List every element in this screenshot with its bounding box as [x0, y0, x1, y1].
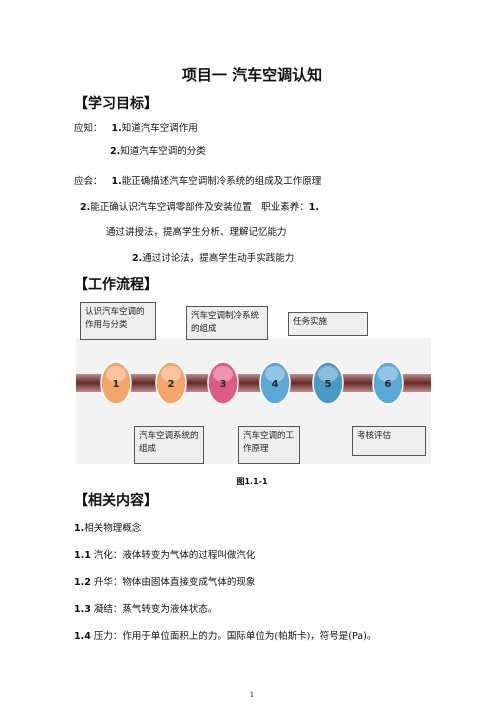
know-line-2: 2.知道汽车空调的分类: [110, 143, 206, 157]
box-refrigeration-system: 汽车空调制冷系统的组成: [186, 306, 268, 340]
quality-1-text: 通过讲授法，提高学生分析、理解记忆能力: [106, 227, 287, 238]
r14-text: 压力：作用于单位面积上的力。国际单位为(帕斯卡)，符号是: [93, 631, 349, 642]
workflow-diagram: 1 2 3 4 5 6 认识汽车空调的作用与分类 汽车空调制冷系统的组成 任务实施 汽车空…: [76, 302, 431, 464]
should-1-text: 能正确描述汽车空调制冷系统的组成及工作原理: [121, 176, 322, 187]
quality-2-num: 2.: [132, 253, 143, 264]
quality-1-num: 1.: [308, 202, 319, 213]
step-6-highlight: [378, 366, 398, 382]
should-1-num: 1.: [111, 176, 122, 187]
related-line-1: 1.相关物理概念: [74, 520, 141, 534]
step-3-marker: [207, 361, 239, 405]
step-2-highlight: [161, 366, 181, 382]
box-assessment: 考核评估: [352, 426, 426, 456]
related-line-1-4: 1.4 压力：作用于单位面积上的力。国际单位为(帕斯卡)，符号是(Pa)。: [74, 628, 376, 642]
know-1-num: 1.: [111, 123, 122, 134]
r14-num: 1.4: [74, 631, 91, 642]
r12-num: 1.2: [74, 577, 91, 588]
know-1-text: 知道汽车空调作用: [121, 123, 198, 134]
related-line-1-1: 1.1 汽化：液体转变为气体的过程叫做汽化: [74, 547, 255, 561]
step-3-label: 3: [220, 379, 227, 390]
box-task-implementation: 任务实施: [288, 312, 368, 336]
step-5-highlight: [318, 366, 338, 382]
know-2-num: 2.: [110, 146, 121, 157]
r12-text: 升华：物体由固体直接变成气体的现象: [93, 577, 256, 588]
step-4-label: 4: [272, 379, 279, 390]
should-2-text: 能正确认识汽车空调零部件及安装位置 职业素养：: [90, 202, 309, 213]
r1-num: 1.: [74, 523, 85, 534]
page-title: 项目一 汽车空调认知: [181, 66, 323, 84]
should-line-2: 2.能正确认识汽车空调零部件及安装位置 职业素养：1.: [80, 199, 319, 213]
should-2-num: 2.: [80, 202, 91, 213]
box-working-principle: 汽车空调的工作原理: [238, 426, 300, 464]
step-5-label: 5: [325, 379, 332, 390]
r13-text: 凝结：蒸气转变为液体状态。: [93, 604, 218, 615]
step-4-marker: [259, 361, 291, 405]
r13-num: 1.3: [74, 604, 91, 615]
step-6-marker: [372, 361, 404, 405]
step-1-label: 1: [113, 379, 120, 390]
r14-end: 。: [366, 631, 377, 642]
section-objectives-heading: 【学习目标】: [74, 96, 158, 112]
quality-line-2: 2.通过讨论法，提高学生动手实践能力: [132, 250, 294, 264]
r11-num: 1.1: [74, 550, 91, 561]
step-1-marker: [100, 361, 132, 405]
section-workflow-heading: 【工作流程】: [74, 277, 158, 293]
step-3-highlight: [213, 366, 233, 382]
step-5-marker: [312, 361, 344, 405]
related-line-1-3: 1.3 凝结：蒸气转变为液体状态。: [74, 601, 217, 615]
r14-unit: (Pa): [348, 631, 367, 642]
r11-text: 汽化：液体转变为气体的过程叫做汽化: [93, 550, 256, 561]
step-4-highlight: [265, 366, 285, 382]
quality-line-1: 通过讲授法，提高学生分析、理解记忆能力: [106, 224, 287, 238]
figure-caption: 图1.1-1: [236, 477, 268, 486]
know-label: 应知：: [74, 123, 103, 134]
related-line-1-2: 1.2 升华：物体由固体直接变成气体的现象: [74, 574, 255, 588]
page-number: 1: [249, 691, 255, 699]
know-line-1: 应知： 1.知道汽车空调作用: [74, 120, 198, 134]
know-2-text: 知道汽车空调的分类: [120, 146, 206, 157]
step-6-label: 6: [385, 379, 392, 390]
box-ac-system-composition: 汽车空调系统的组成: [134, 426, 204, 464]
should-label: 应会：: [74, 176, 103, 187]
r1-text: 相关物理概念: [84, 523, 142, 534]
step-2-marker: [155, 361, 187, 405]
section-related-heading: 【相关内容】: [74, 493, 158, 509]
step-2-label: 2: [168, 379, 175, 390]
step-1-highlight: [106, 366, 126, 382]
box-ac-function-classification: 认识汽车空调的作用与分类: [80, 302, 156, 340]
should-line-1: 应会： 1.能正确描述汽车空调制冷系统的组成及工作原理: [74, 173, 321, 187]
quality-2-text: 通过讨论法，提高学生动手实践能力: [142, 253, 295, 264]
